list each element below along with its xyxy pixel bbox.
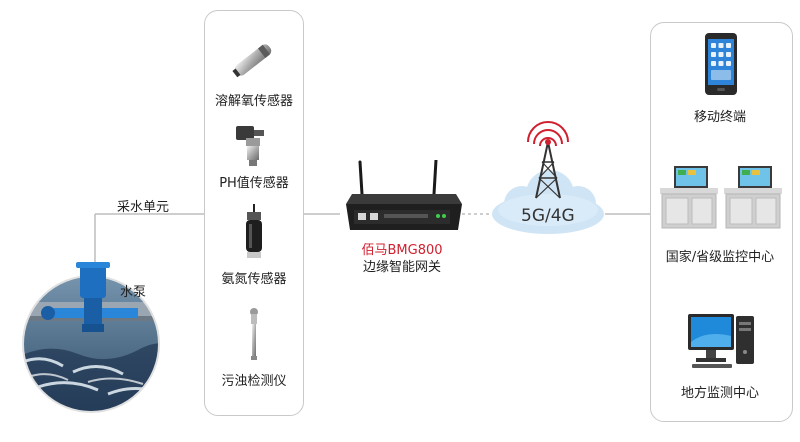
smartphone-icon <box>705 33 737 95</box>
signal-tower-icon <box>527 121 569 199</box>
cloud-icon <box>492 170 604 234</box>
gateway-name: 边缘智能网关 <box>362 260 442 275</box>
desktop-computer-icon <box>688 314 754 368</box>
gateway-device-icon <box>346 160 462 230</box>
sensor-label-ph: PH值传感器 <box>219 176 289 191</box>
ammonia-nitrogen-sensor-icon <box>246 204 262 258</box>
endpoint-label-local-center: 地方监测中心 <box>680 386 760 401</box>
endpoint-label-national-center: 国家/省级监控中心 <box>665 250 775 265</box>
ph-sensor-icon <box>236 126 264 166</box>
dissolved-oxygen-sensor-icon <box>232 44 272 78</box>
sensor-label-dissolved-oxygen: 溶解氧传感器 <box>214 94 294 109</box>
turbidity-meter-icon <box>250 308 258 360</box>
water-intake-label: 采水单元 <box>117 200 170 215</box>
water-pump-illustration <box>22 262 160 413</box>
monitoring-center-icon <box>660 166 782 229</box>
sensor-label-ammonia: 氨氮传感器 <box>221 272 287 287</box>
endpoint-label-mobile: 移动终端 <box>693 110 747 125</box>
sensor-label-turbidity: 污浊检测仪 <box>221 374 287 389</box>
pump-label: 水泵 <box>120 285 147 300</box>
cloud-tower-icon <box>492 121 604 234</box>
network-label: 5G/4G <box>521 206 575 226</box>
gateway-model: 佰马BMG800 <box>361 243 443 258</box>
